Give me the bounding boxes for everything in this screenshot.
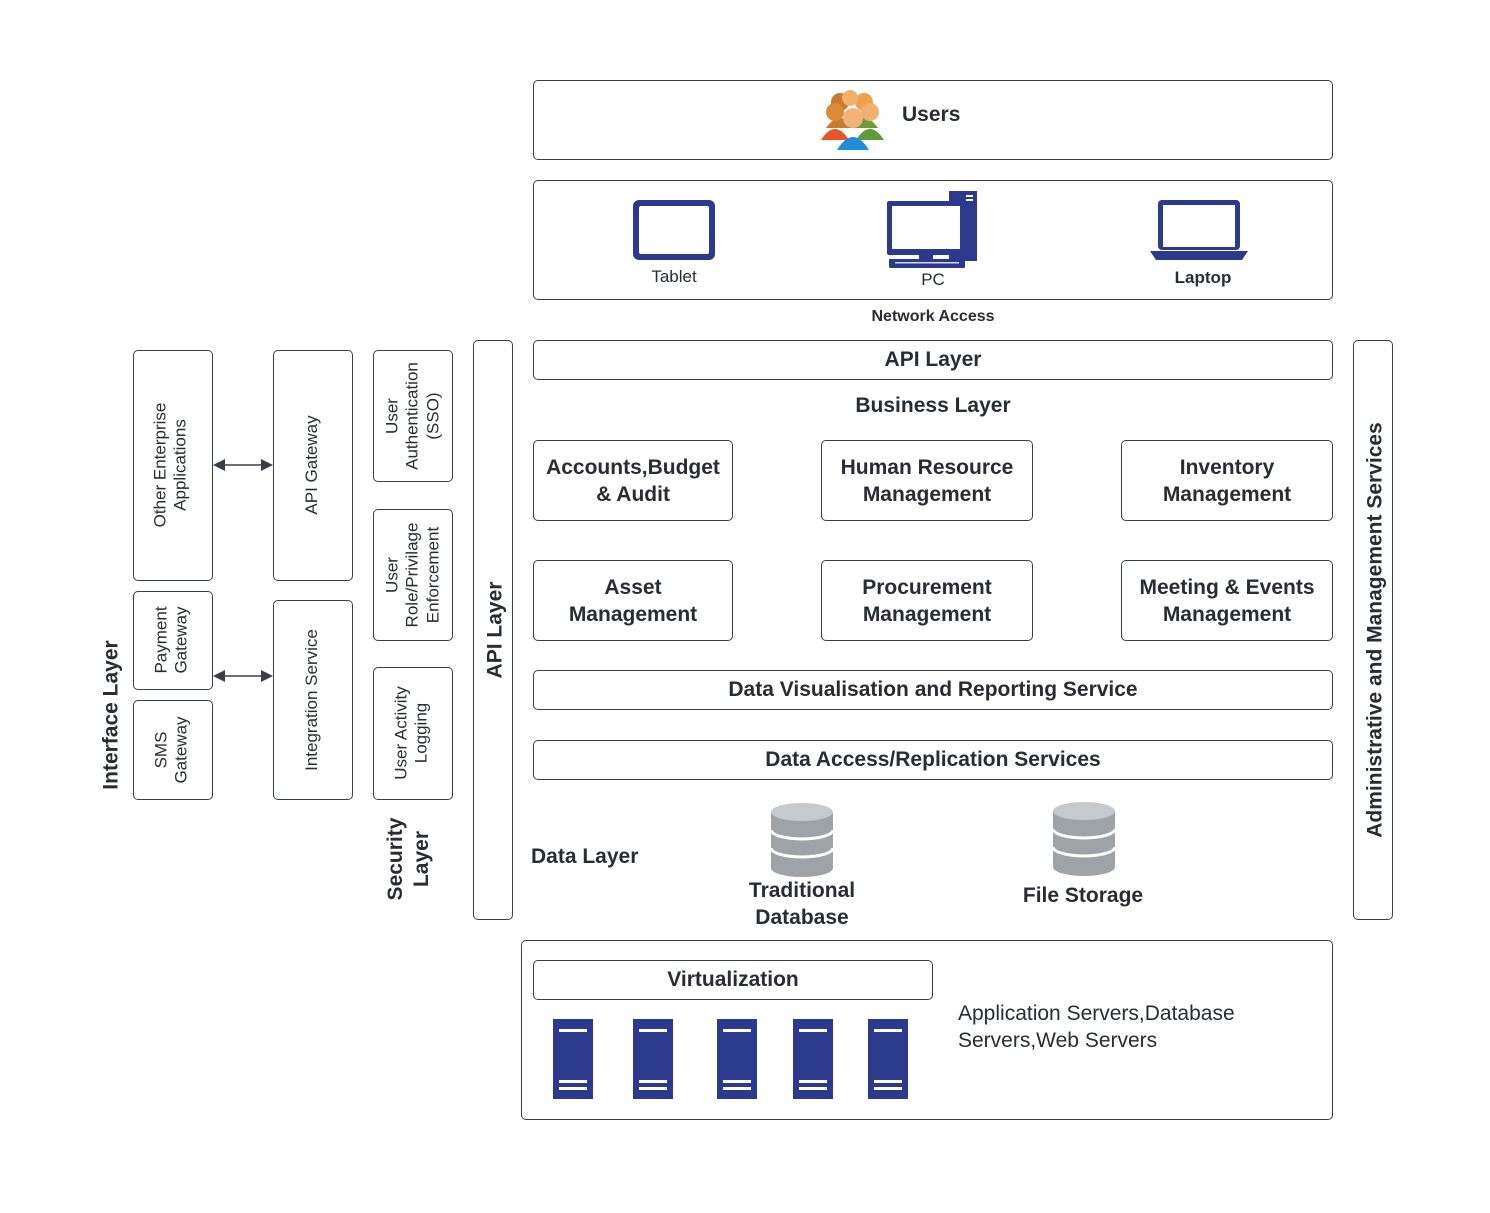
integration-service-box [273, 600, 353, 800]
sms-line2: Gateway [172, 716, 191, 784]
meetings-line1: Meeting & Events [1139, 575, 1315, 599]
user-role-enforcement-box [373, 509, 453, 641]
virtualization-bar: Virtualization [533, 960, 933, 1000]
meetings-events-module: Meeting & Events Management [1121, 560, 1333, 641]
data-visualisation-bar: Data Visualisation and Reporting Service [533, 670, 1333, 710]
user-activity-logging-label: User Activity Logging [392, 686, 433, 780]
file-storage-icon [1052, 801, 1116, 877]
sms-line1: SMS [151, 731, 171, 769]
auth-line2: Authentication [402, 362, 422, 470]
traditional-db-line1: Traditional [748, 879, 856, 902]
data-layer-label: Data Layer [531, 845, 639, 868]
other-enterprise-apps-box [133, 350, 213, 581]
accounts-line1: Accounts,Budget [546, 455, 720, 479]
laptop-icon [1150, 199, 1248, 261]
sms-gateway-box [133, 700, 213, 800]
user-authentication-box [373, 350, 453, 482]
admin-services-label: Administrative and Management Services [1363, 422, 1387, 838]
payment-gateway-box [133, 591, 213, 690]
servers-description: Application Servers,Database Servers,Web… [958, 1000, 1235, 1054]
integration-service-label: Integration Service [301, 629, 321, 771]
inventory-module: Inventory Management [1121, 440, 1333, 521]
traditional-database-label: Traditional Database [702, 877, 902, 931]
asset-module: Asset Management [533, 560, 733, 641]
accounts-line2: & Audit [596, 482, 670, 506]
hr-line1: Human Resource [840, 455, 1014, 479]
user-role-enforcement-label: User Role/Privilage Enforcement [382, 523, 443, 628]
payment-line2: Gateway [172, 606, 191, 674]
user-authentication-label: User Authentication (SSO) [382, 362, 443, 470]
role-line1: User [382, 557, 402, 593]
servers-desc-line1: Application Servers,Database [958, 1002, 1235, 1025]
asset-line1: Asset [604, 575, 662, 599]
interface-layer-label: Interface Layer [99, 640, 123, 790]
procurement-line1: Procurement [862, 575, 992, 599]
payment-line1: Payment [151, 606, 171, 674]
api-layer-side-label: API Layer [483, 581, 507, 679]
laptop-label: Laptop [1174, 268, 1232, 287]
payment-gateway-label: Payment Gateway [152, 606, 193, 673]
user-activity-logging-box [373, 667, 453, 800]
security-line2: Layer [410, 830, 433, 888]
bidirectional-arrow-icon [213, 458, 273, 472]
users-panel [533, 80, 1333, 160]
inventory-line2: Management [1162, 482, 1292, 506]
accounts-budget-audit-module: Accounts,Budget & Audit [533, 440, 733, 521]
api-gateway-box [273, 350, 353, 581]
server-icon [633, 1019, 673, 1099]
file-storage-label: File Storage [1022, 884, 1144, 907]
sms-gateway-label: SMS Gateway [152, 716, 193, 783]
role-line2: Role/Privilage [402, 522, 422, 628]
server-icon [793, 1019, 833, 1099]
role-line3: Enforcement [423, 526, 443, 624]
log-line2: Logging [412, 702, 431, 764]
human-resource-module: Human Resource Management [821, 440, 1033, 521]
meetings-line2: Management [1162, 602, 1292, 626]
users-icon [818, 88, 888, 152]
other-enterprise-apps-label: Other Enterprise Applications [151, 403, 192, 528]
log-line1: User Activity [391, 686, 411, 780]
tablet-icon [632, 199, 716, 261]
users-label: Users [902, 103, 961, 126]
procurement-module: Procurement Management [821, 560, 1033, 641]
procurement-line2: Management [862, 602, 992, 626]
database-icon [770, 802, 834, 878]
api-layer-side-bar [473, 340, 513, 920]
hr-line2: Management [862, 482, 992, 506]
pc-label: PC [921, 270, 945, 289]
pc-icon [887, 191, 979, 269]
auth-line1: User [382, 398, 402, 434]
api-gateway-label: API Gateway [301, 415, 321, 515]
server-icon [717, 1019, 757, 1099]
other-enterprise-line2: Applications [171, 419, 190, 511]
api-layer-bar: API Layer [533, 340, 1333, 380]
auth-line3: (SSO) [423, 392, 443, 440]
security-layer-label: Security Layer [383, 818, 435, 901]
servers-desc-line2: Servers,Web Servers [958, 1029, 1158, 1052]
admin-services-bar [1353, 340, 1393, 920]
server-icon [868, 1019, 908, 1099]
bidirectional-arrow-icon [213, 669, 273, 683]
other-enterprise-line1: Other Enterprise [150, 402, 170, 528]
tablet-label: Tablet [651, 267, 697, 286]
business-layer-label: Business Layer [855, 394, 1011, 417]
security-line1: Security [384, 817, 407, 901]
network-access-label: Network Access [871, 308, 995, 325]
traditional-db-line2: Database [755, 906, 849, 929]
inventory-line1: Inventory [1179, 455, 1275, 479]
asset-line2: Management [568, 602, 698, 626]
data-access-bar: Data Access/Replication Services [533, 740, 1333, 780]
server-icon [553, 1019, 593, 1099]
